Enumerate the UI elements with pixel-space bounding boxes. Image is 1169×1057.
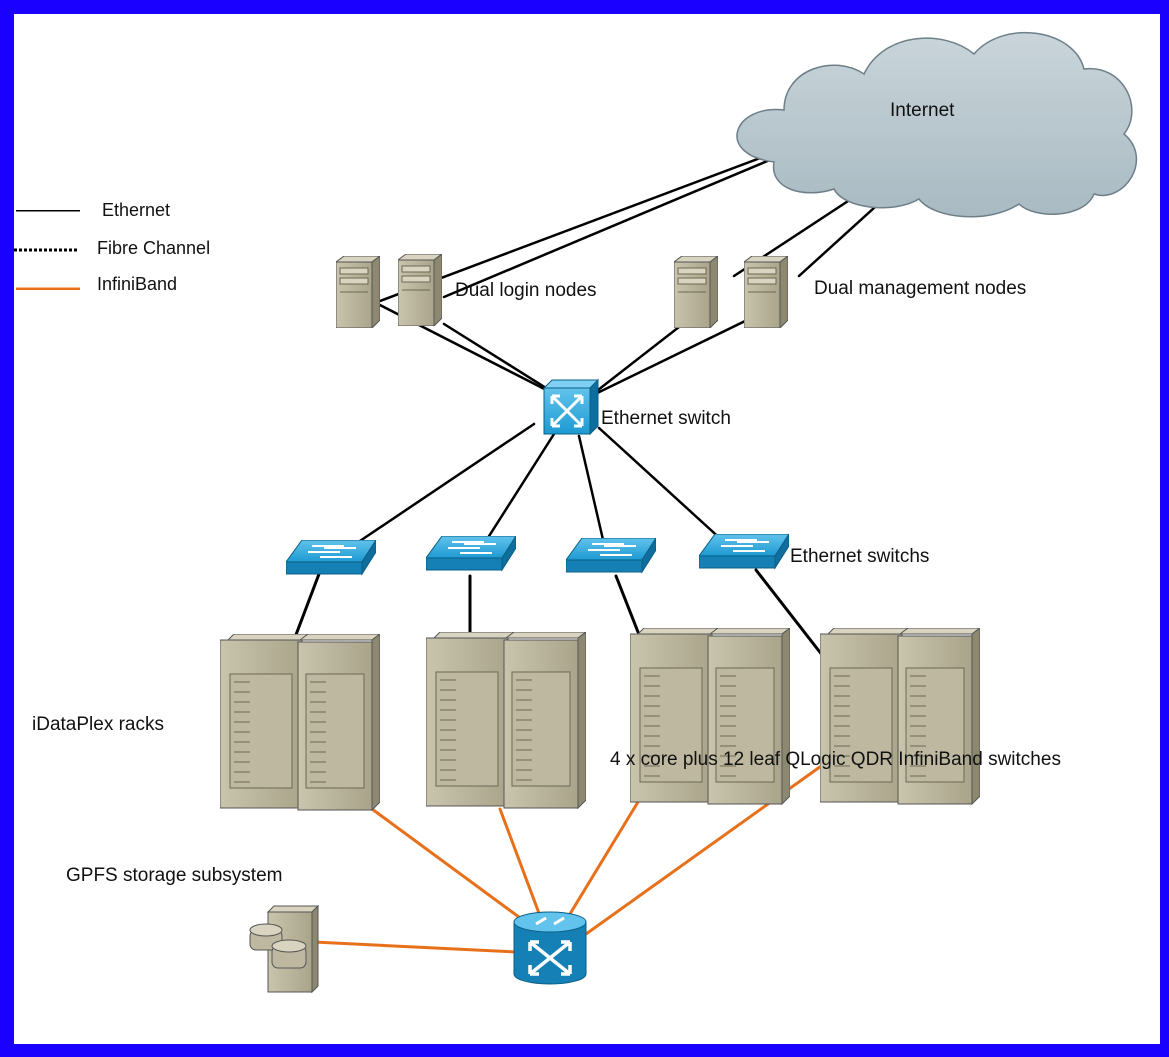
legend-swatches (14, 210, 80, 290)
ethernet-link (346, 422, 536, 551)
infiniband-switches-label: 4 x core plus 12 leaf QLogic QDR InfiniB… (610, 749, 1061, 770)
login-node-server-icon (398, 254, 442, 326)
ethernet-link (614, 574, 640, 634)
ethernet-switch-icon (566, 538, 656, 573)
infiniband-link (498, 807, 548, 934)
login-node-server-icon (336, 256, 380, 328)
ethernet-link (378, 147, 786, 303)
storage-icon (249, 904, 320, 994)
ethernet-switch-icon (699, 534, 789, 569)
idataplex-racks-label: iDataPlex racks (32, 714, 164, 735)
infiniband-link (312, 940, 518, 954)
internet-cloud (736, 31, 1137, 218)
ethernet-switch-icon (426, 536, 516, 571)
management-node-server-icon (744, 256, 788, 328)
legend-ethernet-label: Ethernet (102, 200, 171, 220)
management-node-server-icon (674, 256, 718, 328)
ethernet-switch-label: Ethernet switch (601, 408, 731, 429)
internet-label: Internet (890, 100, 955, 121)
cloud-shape (736, 31, 1137, 218)
dual-login-nodes-label: Dual login nodes (455, 280, 597, 301)
network-diagram (220, 31, 1137, 994)
infiniband-link (370, 807, 544, 936)
rack-icon (426, 632, 586, 809)
infiniband-switch-icon (513, 911, 587, 985)
ethernet-switch-icon (286, 540, 376, 575)
rack-icon (820, 628, 980, 805)
legend-infiniband-label: InfiniBand (97, 274, 178, 294)
ethernet-link (597, 426, 726, 544)
infiniband-link (557, 800, 640, 934)
legend-fibre-channel-label: Fibre Channel (97, 238, 211, 258)
ethernet-link (442, 152, 786, 299)
ethernet-switch-icon (542, 378, 600, 436)
diagram-canvas: Ethernet Fibre Channel InfiniBand Intern… (14, 14, 1160, 1044)
ethernet-link (292, 572, 321, 642)
ethernet-link (442, 322, 564, 400)
rack-icon (630, 628, 790, 805)
ethernet-switchs-label: Ethernet switchs (790, 546, 930, 567)
gpfs-storage-label: GPFS storage subsystem (66, 865, 283, 886)
dual-management-nodes-label: Dual management nodes (814, 278, 1027, 299)
ethernet-link (754, 568, 828, 662)
rack-icon (220, 634, 380, 811)
ethernet-link (482, 432, 556, 546)
ethernet-link (577, 434, 606, 546)
